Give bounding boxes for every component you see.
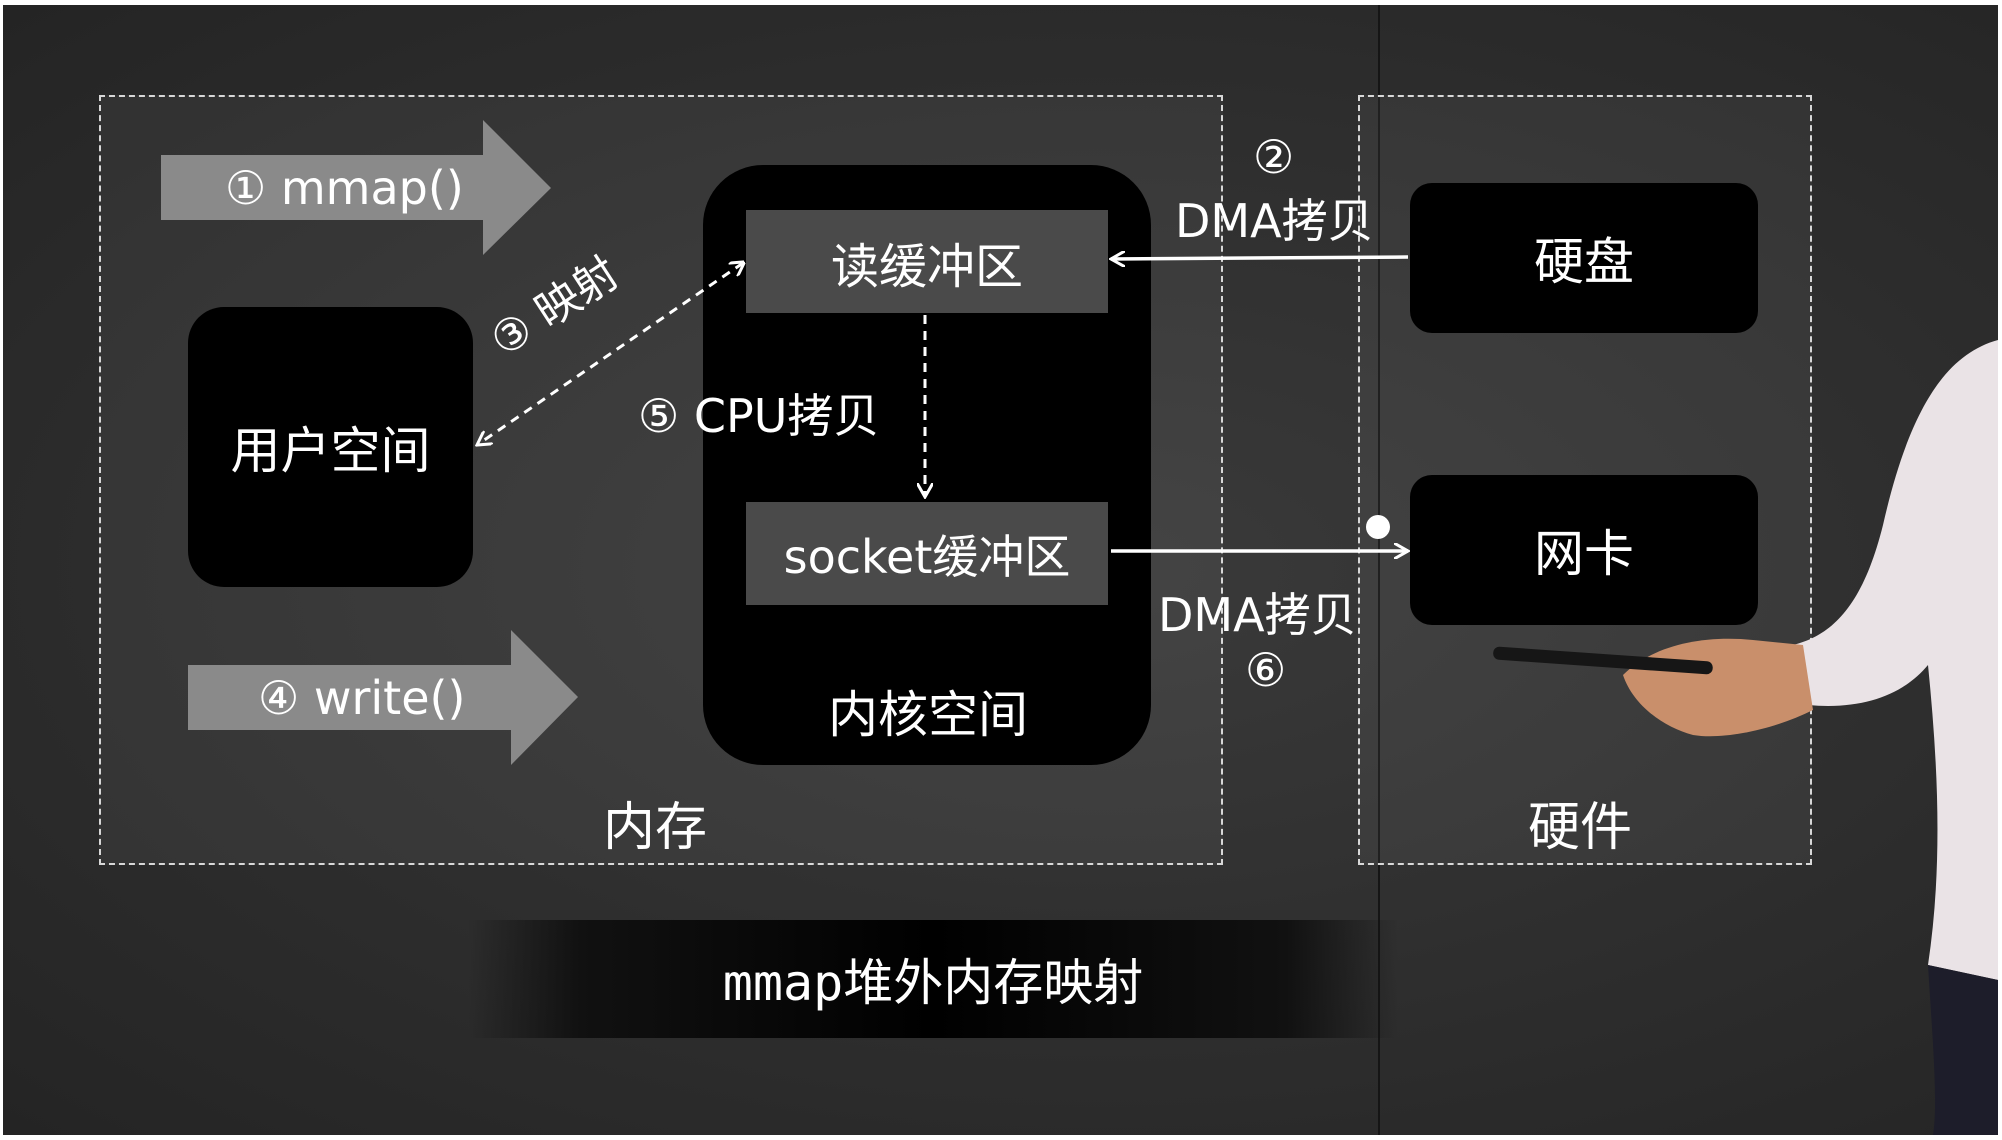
step2-label: DMA拷贝 — [1175, 194, 1374, 248]
step6-label: DMA拷贝 — [1158, 588, 1357, 642]
memory-panel-label: 内存 — [603, 798, 708, 858]
socket-buffer-label: socket缓冲区 — [783, 529, 1071, 584]
read-buffer-box: 读缓冲区 — [746, 210, 1108, 313]
step2-number: ② — [1253, 130, 1295, 184]
nic-label: 网卡 — [1534, 525, 1634, 583]
presenter-shirt — [1793, 340, 1998, 980]
user-space-label: 用户空间 — [230, 422, 431, 480]
disk-box: 硬盘 — [1410, 183, 1758, 333]
kernel-space-label: 内核空间 — [828, 686, 1028, 744]
divider-line — [1378, 5, 1380, 1135]
socket-buffer-box: socket缓冲区 — [746, 502, 1108, 605]
step1-label: ① mmap() — [225, 161, 464, 215]
read-buffer-label: 读缓冲区 — [830, 238, 1023, 295]
step6-number: ⑥ — [1245, 643, 1287, 697]
caption-banner: mmap堆外内存映射 — [468, 920, 1398, 1038]
user-space-box: 用户空间 — [188, 307, 473, 587]
hardware-panel-label: 硬件 — [1528, 798, 1633, 858]
nic-box: 网卡 — [1410, 475, 1758, 625]
step5-label: ⑤ CPU拷贝 — [638, 389, 880, 443]
presenter-pants — [1928, 965, 1998, 1135]
step4-label: ④ write() — [258, 671, 466, 725]
disk-label: 硬盘 — [1534, 233, 1634, 291]
caption-text: mmap堆外内存映射 — [722, 954, 1144, 1012]
slide: 内存 硬件 ① mmap() ④ write() 用户空间 内核空间 读缓冲区 … — [3, 5, 1998, 1135]
